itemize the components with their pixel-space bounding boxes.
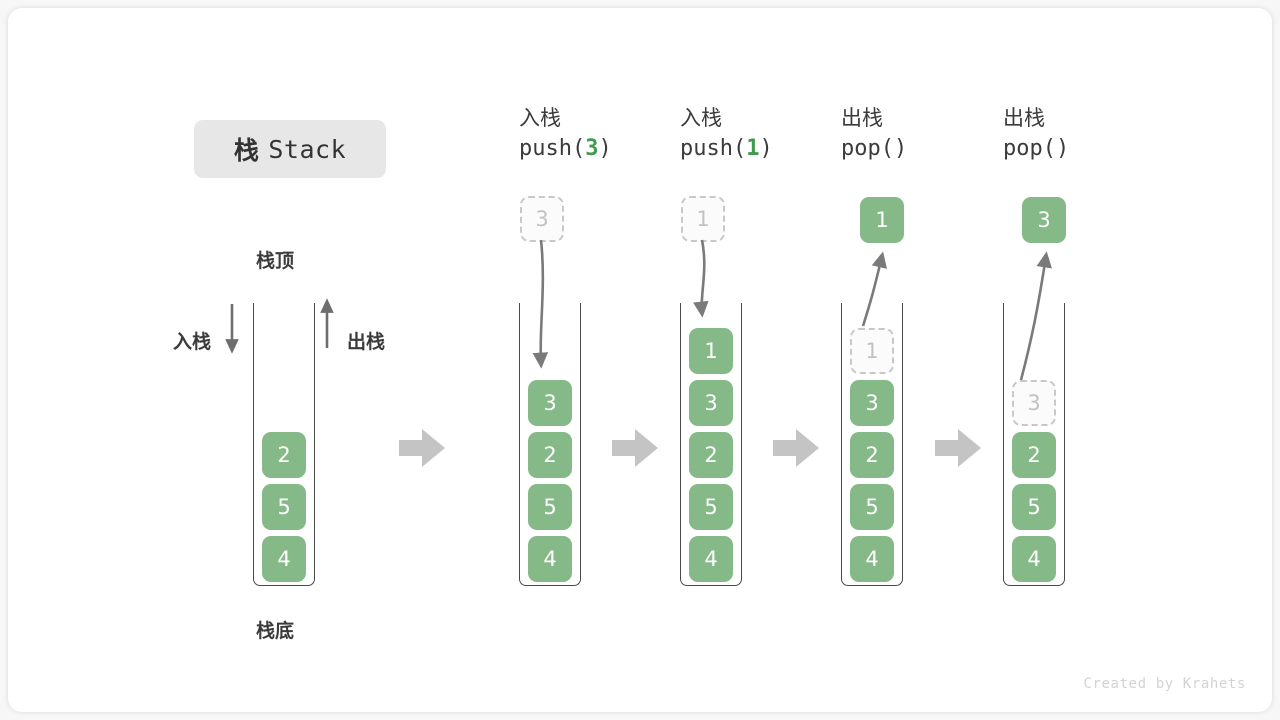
stack-cell: 4	[1012, 536, 1056, 582]
stack-cell: 1	[689, 328, 733, 374]
popped-cell: 3	[1022, 197, 1066, 243]
op-label-cn: 出栈	[841, 106, 883, 130]
stack-cell: 5	[528, 484, 572, 530]
diagram-title-chip: 栈 Stack	[194, 120, 386, 178]
flow-arrow	[935, 429, 981, 467]
op-code-prefix: push(	[680, 136, 747, 161]
stack-container-push-1	[680, 303, 742, 586]
op-label-cn: 出栈	[1003, 106, 1045, 130]
ghost-cell-removed: 3	[1012, 380, 1056, 426]
op-label-code: pop()	[1003, 133, 1193, 165]
ghost-cell-incoming: 3	[520, 196, 564, 242]
op-code-suffix: )	[1055, 136, 1070, 161]
op-code-prefix: pop(	[841, 136, 894, 161]
stack-cell: 5	[850, 484, 894, 530]
op-code-arg: 1	[746, 136, 760, 161]
stack-cell: 3	[528, 380, 572, 426]
column-header-push-1: 入栈 push(1)	[680, 103, 870, 165]
stack-cell: 2	[262, 432, 306, 478]
label-stack-bottom: 栈底	[256, 620, 295, 642]
stack-cell: 3	[850, 380, 894, 426]
stack-cell: 5	[689, 484, 733, 530]
watermark-credit: Created by Krahets	[1083, 676, 1246, 692]
stack-cell: 2	[689, 432, 733, 478]
stack-cell: 5	[1012, 484, 1056, 530]
stack-container-pop-3	[1003, 303, 1065, 586]
op-label-code: push(3)	[519, 133, 709, 165]
diagram-card: 栈 Stack 栈顶 入栈 出栈 2 5 4 栈底 入栈 push(3) 3 3…	[8, 8, 1272, 712]
popped-cell: 1	[860, 197, 904, 243]
stack-cell: 5	[262, 484, 306, 530]
label-push-side: 入栈	[173, 331, 212, 353]
stack-cell: 2	[528, 432, 572, 478]
title-en: Stack	[268, 134, 347, 164]
stack-cell: 4	[528, 536, 572, 582]
label-pop-side: 出栈	[347, 331, 386, 353]
label-stack-top: 栈顶	[256, 250, 295, 272]
stack-cell: 2	[850, 432, 894, 478]
stack-container-pop-1	[841, 303, 903, 586]
op-code-arg: 3	[585, 136, 599, 161]
flow-arrow	[773, 429, 819, 467]
stack-cell: 4	[689, 536, 733, 582]
op-code-prefix: pop(	[1003, 136, 1056, 161]
stack-container-initial	[253, 303, 315, 586]
op-code-suffix: )	[893, 136, 908, 161]
flow-arrow	[399, 429, 445, 467]
op-label-cn: 入栈	[519, 106, 561, 130]
op-code-prefix: push(	[519, 136, 586, 161]
op-label-code: push(1)	[680, 133, 870, 165]
column-header-push-3: 入栈 push(3)	[519, 103, 709, 165]
stack-cell: 4	[262, 536, 306, 582]
column-header-pop-1: 出栈 pop()	[841, 103, 1031, 165]
stack-cell: 3	[689, 380, 733, 426]
ghost-cell-removed: 1	[850, 328, 894, 374]
op-label-cn: 入栈	[680, 106, 722, 130]
ghost-cell-incoming: 1	[681, 196, 725, 242]
op-label-code: pop()	[841, 133, 1031, 165]
op-code-suffix: )	[759, 136, 773, 161]
stack-cell: 2	[1012, 432, 1056, 478]
title-cn: 栈	[233, 136, 260, 165]
column-header-pop-3: 出栈 pop()	[1003, 103, 1193, 165]
stack-container-push-3	[519, 303, 581, 586]
stack-cell: 4	[850, 536, 894, 582]
flow-arrow	[612, 429, 658, 467]
op-code-suffix: )	[598, 136, 612, 161]
